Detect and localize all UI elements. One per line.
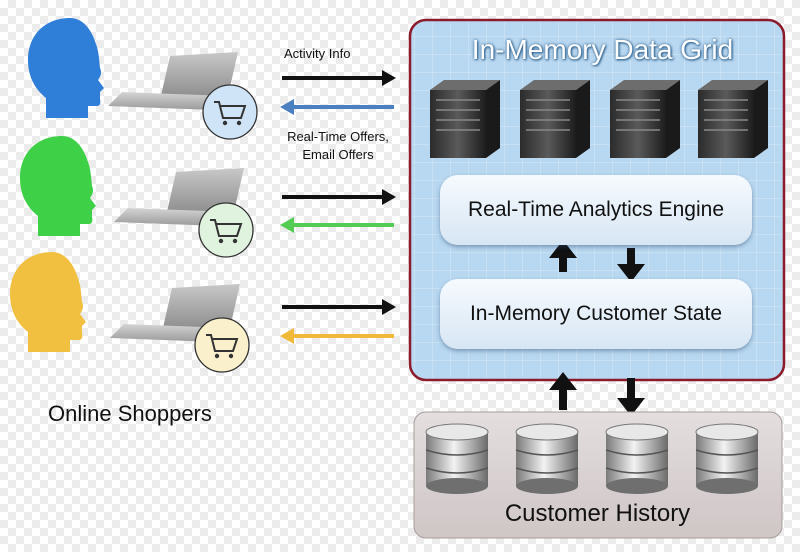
- database-icon: [605, 423, 669, 494]
- shopping-cart-icon: [194, 317, 250, 373]
- server-icon: [430, 80, 500, 158]
- database-icon: [695, 423, 759, 494]
- server-icon: [698, 80, 768, 158]
- analytics-engine-label: Real-Time Analytics Engine: [468, 198, 724, 221]
- offers-label-line2: Email Offers: [302, 147, 374, 162]
- customer-state-box: In-Memory Customer State: [440, 279, 752, 349]
- activity-info-label: Activity Info: [284, 46, 351, 61]
- offers-label-line1: Real-Time Offers,: [287, 129, 389, 144]
- engine-state-arrows: [549, 240, 645, 282]
- person-head-icon: [20, 136, 96, 236]
- shopping-cart-icon: [202, 84, 258, 140]
- activity-arrow: [282, 189, 396, 205]
- grid-history-arrows: [549, 372, 645, 416]
- database-icon: [425, 423, 489, 494]
- customer-state-label: In-Memory Customer State: [469, 302, 723, 325]
- server-icon: [610, 80, 680, 158]
- analytics-engine-box: Real-Time Analytics Engine: [440, 175, 752, 245]
- person-head-icon: [10, 252, 86, 352]
- offers-label: Real-Time Offers, Email Offers: [278, 128, 398, 164]
- database-icon: [515, 423, 579, 494]
- offers-arrow: [280, 217, 394, 233]
- activity-arrow: [282, 299, 396, 315]
- person-head-icon: [28, 18, 104, 118]
- customer-history-title: Customer History: [504, 500, 691, 527]
- shopping-cart-icon: [198, 202, 254, 258]
- data-grid-title: In-Memory Data Grid: [471, 34, 734, 65]
- activity-arrow: [282, 70, 396, 86]
- server-icon: [520, 80, 590, 158]
- offers-arrow: [280, 99, 394, 115]
- customer-history-panel: [413, 411, 783, 539]
- offers-arrow: [280, 328, 394, 344]
- online-shoppers-label: Online Shoppers: [48, 401, 212, 426]
